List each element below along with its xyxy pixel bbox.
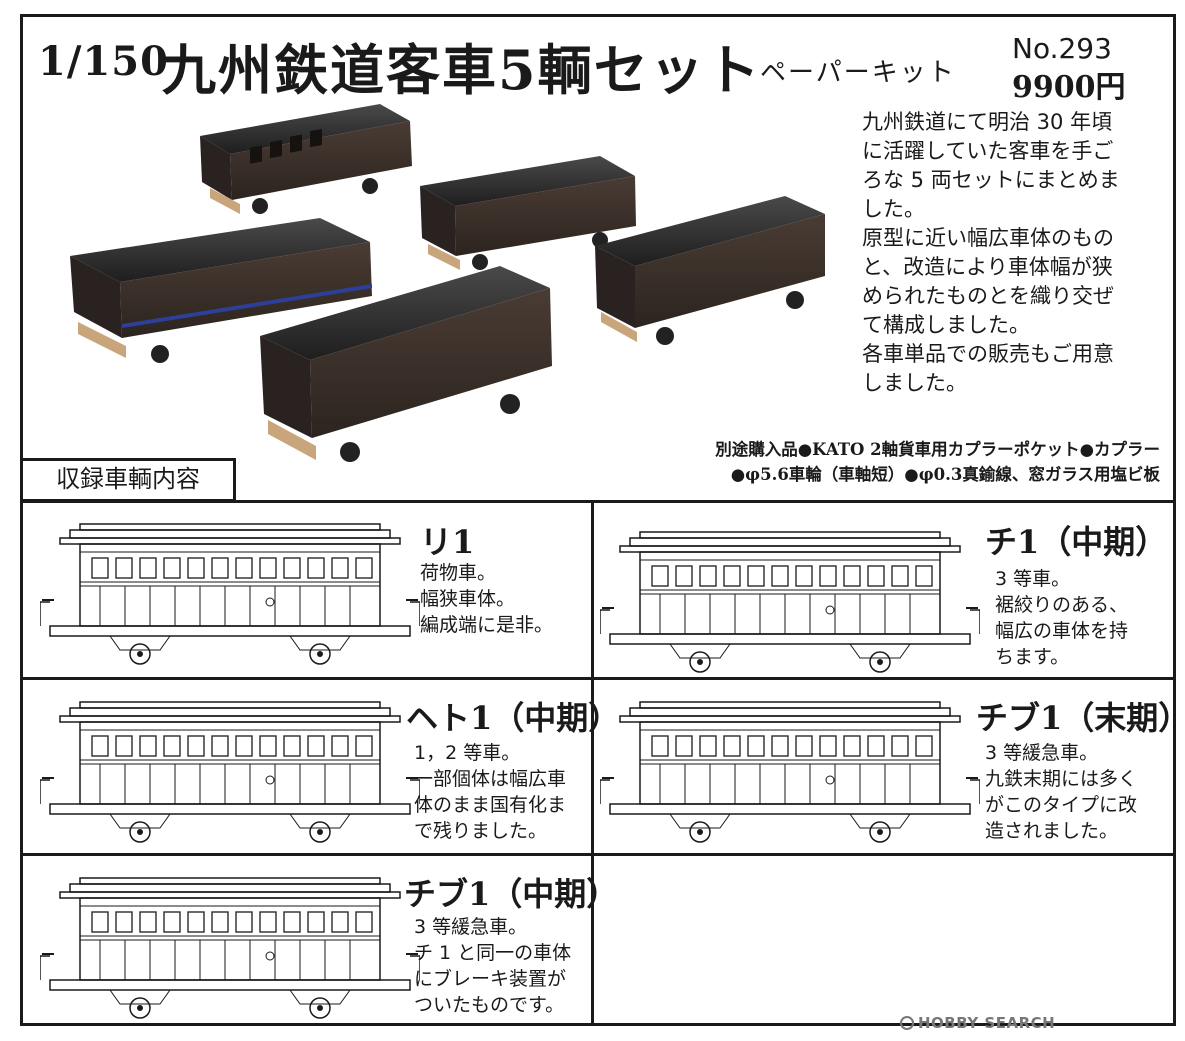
scale-label: 1/150 — [38, 38, 169, 85]
car-name: ヘト1（中期） — [406, 699, 621, 737]
car-desc-line: 九鉄末期には多く — [985, 768, 1138, 790]
description-line: しました。 — [862, 371, 967, 395]
description-line: した。 — [862, 197, 925, 221]
product-price: 9900円 — [1012, 70, 1126, 105]
description-line: められたものとを織り交ぜ — [862, 284, 1114, 308]
description-line: ろな 5 両セットにまとめま — [862, 168, 1120, 192]
car-desc-line: 裾絞りのある、 — [995, 594, 1129, 616]
car-desc-line: 編成端に是非。 — [420, 614, 554, 636]
separately-sold-parts: 別途購入品●KATO 2軸貨車用カプラーポケット●カプラー ●φ5.6車輪（車軸… — [500, 437, 1160, 487]
car-desc-line: 3 等緩急車。 — [414, 916, 528, 938]
car-desc-line: 荷物車。 — [420, 562, 497, 584]
grid-divider — [20, 500, 1176, 503]
car-drawing-heto1-mid — [40, 701, 420, 843]
car-desc-line: 幅広の車体を持 — [995, 620, 1129, 642]
watermark: HOBBY SEARCH — [900, 1014, 1055, 1032]
car-desc-line: 1，2 等車。 — [414, 742, 521, 764]
car-desc-line: 3 等車。 — [995, 568, 1071, 590]
model-car-d — [595, 196, 825, 345]
car-description: 3 等緩急車。 九鉄末期には多く がこのタイプに改 造されました。 — [985, 740, 1137, 844]
car-desc-line: 3 等緩急車。 — [985, 742, 1099, 764]
car-drawing-ri1 — [40, 523, 420, 665]
car-name: チブ1（末期） — [976, 699, 1185, 737]
product-subtitle: ペーパーキット — [760, 58, 956, 88]
product-title: 九州鉄道客車5輌セット — [162, 38, 762, 102]
car-desc-line: 造されました。 — [985, 820, 1119, 842]
car-description: 1，2 等車。 一部個体は幅広車 体のまま国有化ま で残りました。 — [414, 740, 566, 844]
model-car-b — [420, 156, 636, 270]
watermark-logo-icon — [900, 1016, 914, 1030]
description-line: 原型に近い幅広車体のもの — [862, 226, 1114, 250]
car-desc-line: 一部個体は幅広車 — [414, 768, 567, 790]
outer-frame — [20, 14, 1176, 1026]
car-desc-line: がこのタイプに改 — [985, 794, 1138, 816]
product-number: No.293 — [1012, 32, 1112, 65]
description-line: 各車単品での販売もご用意 — [862, 342, 1114, 366]
parts-line-1: 別途購入品●KATO 2軸貨車用カプラーポケット●カプラー — [715, 440, 1160, 459]
section-label: 収録車輌内容 — [20, 458, 236, 502]
description-line: と、改造により車体幅が狭 — [862, 255, 1113, 279]
car-desc-line: ちます。 — [995, 646, 1070, 668]
car-name: リ1 — [420, 523, 475, 561]
grid-divider — [20, 677, 1176, 680]
model-car-c — [70, 218, 372, 363]
description-line: 九州鉄道にて明治 30 年頃 — [862, 110, 1113, 134]
car-description: 3 等車。 裾絞りのある、 幅広の車体を持 ちます。 — [995, 566, 1128, 670]
car-description: 荷物車。 幅狭車体。 編成端に是非。 — [420, 560, 553, 638]
car-desc-line: にブレーキ装置が — [414, 968, 567, 990]
car-drawing-chibu1-mid — [40, 877, 420, 1019]
product-photo — [70, 104, 825, 462]
car-name: チ1（中期） — [985, 523, 1168, 561]
car-desc-line: 体のまま国有化ま — [414, 794, 567, 816]
car-description: 3 等緩急車。 チ 1 と同一の車体 にブレーキ装置が ついたものです。 — [414, 914, 571, 1018]
car-name: チブ1（中期） — [404, 875, 619, 913]
car-drawing-chi1-mid — [600, 531, 980, 673]
car-desc-line: 幅狭車体。 — [420, 588, 516, 610]
car-desc-line: ついたものです。 — [414, 994, 565, 1016]
parts-line-2: ●φ5.6車輪（車軸短）●φ0.3真鍮線、窓ガラス用塩ビ板 — [730, 465, 1160, 484]
grid-divider — [591, 853, 594, 1026]
model-car-e — [260, 266, 552, 462]
watermark-text: HOBBY SEARCH — [918, 1014, 1056, 1032]
car-drawing-chibu1-late — [600, 701, 980, 843]
grid-divider — [20, 853, 1176, 856]
description-line: に活躍していた客車を手ご — [862, 139, 1114, 163]
grid-divider — [591, 500, 594, 856]
product-description: 九州鉄道にて明治 30 年頃 に活躍していた客車を手ご ろな 5 両セットにまと… — [862, 108, 1162, 398]
description-line: て構成しました。 — [862, 313, 1030, 337]
model-car-a — [200, 104, 412, 214]
car-desc-line: で残りました。 — [414, 820, 548, 842]
car-desc-line: チ 1 と同一の車体 — [414, 942, 572, 964]
